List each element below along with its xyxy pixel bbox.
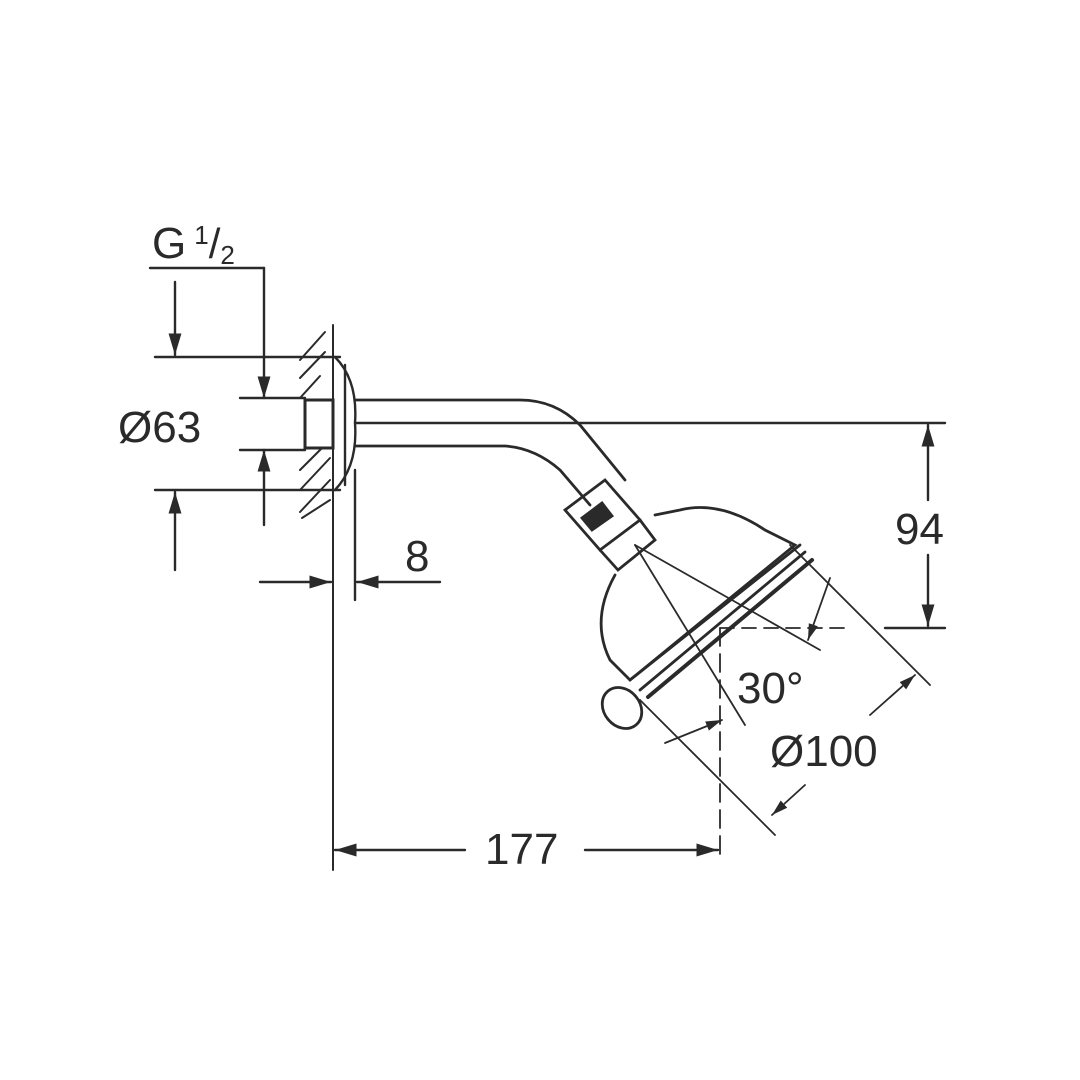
flange-depth-label: 8 — [405, 532, 430, 581]
height-drop-label: 94 — [895, 505, 944, 554]
spray-angle-lines — [634, 544, 851, 861]
ball-joint — [562, 478, 657, 572]
thread-denominator: 2 — [220, 240, 235, 270]
head-diameter-dimension — [639, 544, 931, 836]
thread-dimension — [148, 266, 271, 527]
thread-prefix: G — [152, 219, 187, 268]
thread-numerator: 1 — [194, 220, 209, 250]
shower-head — [599, 506, 814, 730]
flange-depth-dimension — [258, 468, 442, 602]
wall-flange — [303, 355, 357, 492]
height-drop-dimension — [353, 421, 947, 630]
shower-arm — [353, 398, 627, 507]
projection-label: 177 — [485, 825, 559, 874]
flange-diameter-label: Ø63 — [118, 403, 202, 452]
flange-diameter-dimension — [153, 280, 342, 572]
thread-slash: / — [208, 220, 221, 267]
head-diameter-label: Ø100 — [770, 727, 878, 776]
spray-angle-label: 30° — [737, 664, 804, 713]
